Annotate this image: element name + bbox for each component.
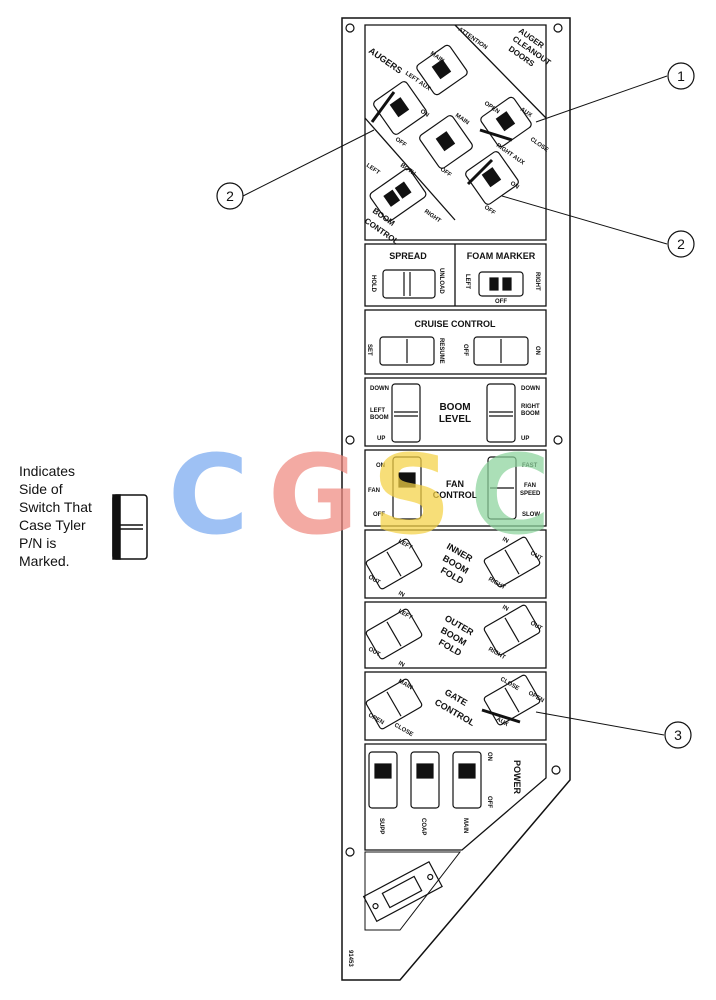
section-augers: [364, 24, 547, 241]
section-spread-foam: [364, 243, 547, 307]
legend-line: Side of: [19, 481, 63, 497]
auger-right-aux-switch: [465, 151, 519, 205]
bottom-section-outline: [364, 851, 462, 931]
watermark-g: G: [268, 431, 359, 559]
auger-left-aux-switch: [373, 81, 427, 135]
watermark-c2: C: [470, 431, 551, 559]
gate-hatch: [481, 708, 521, 724]
section-gate-control: [364, 671, 547, 741]
bottom-connector: [362, 860, 443, 923]
power-coap-switch: [410, 751, 440, 809]
right-boom-level-switch: [486, 383, 516, 443]
legend-line: Indicates: [19, 463, 76, 479]
auger-main-switch: [416, 44, 468, 96]
fan-speed-switch: [487, 456, 517, 520]
gate-main-switch: [365, 678, 423, 730]
section-fan-control: [364, 449, 547, 527]
legend-line: Switch That: [19, 499, 92, 515]
section-boom-level: [364, 377, 547, 447]
legend-note: Indicates Side of Switch That Case Tyler…: [19, 462, 139, 570]
outer-right-switch: [483, 604, 541, 656]
hatch-marks: [370, 91, 513, 186]
section-cruise-control: [364, 309, 547, 375]
power-supp-switch: [368, 751, 398, 809]
section-inner-boom-fold: [364, 529, 547, 599]
cruise-onoff-switch: [473, 336, 529, 366]
auger-main-on-switch: [419, 115, 473, 169]
cruise-set-switch: [379, 336, 435, 366]
callout-lines: [242, 75, 668, 736]
fan-onoff-switch: [392, 456, 422, 520]
boom-control-switch: [369, 168, 427, 222]
inner-right-switch: [483, 536, 541, 588]
watermark-c1: C: [168, 431, 249, 559]
inner-left-switch: [365, 538, 423, 590]
foam-marker-switch: [478, 271, 524, 297]
legend-line: P/N is: [19, 535, 57, 551]
legend-line: Case Tyler: [19, 517, 86, 533]
legend-switch-icon: [112, 494, 148, 560]
left-boom-level-switch: [391, 383, 421, 443]
spread-switch: [382, 269, 436, 299]
callout-circles: [216, 62, 695, 749]
mounting-holes: [345, 23, 563, 857]
section-power: [364, 743, 547, 851]
section-outer-boom-fold: [364, 601, 547, 669]
watermark-s: S: [372, 431, 452, 559]
legend-line: Marked.: [19, 553, 70, 569]
power-main-switch: [452, 751, 482, 809]
outer-left-switch: [365, 608, 423, 660]
